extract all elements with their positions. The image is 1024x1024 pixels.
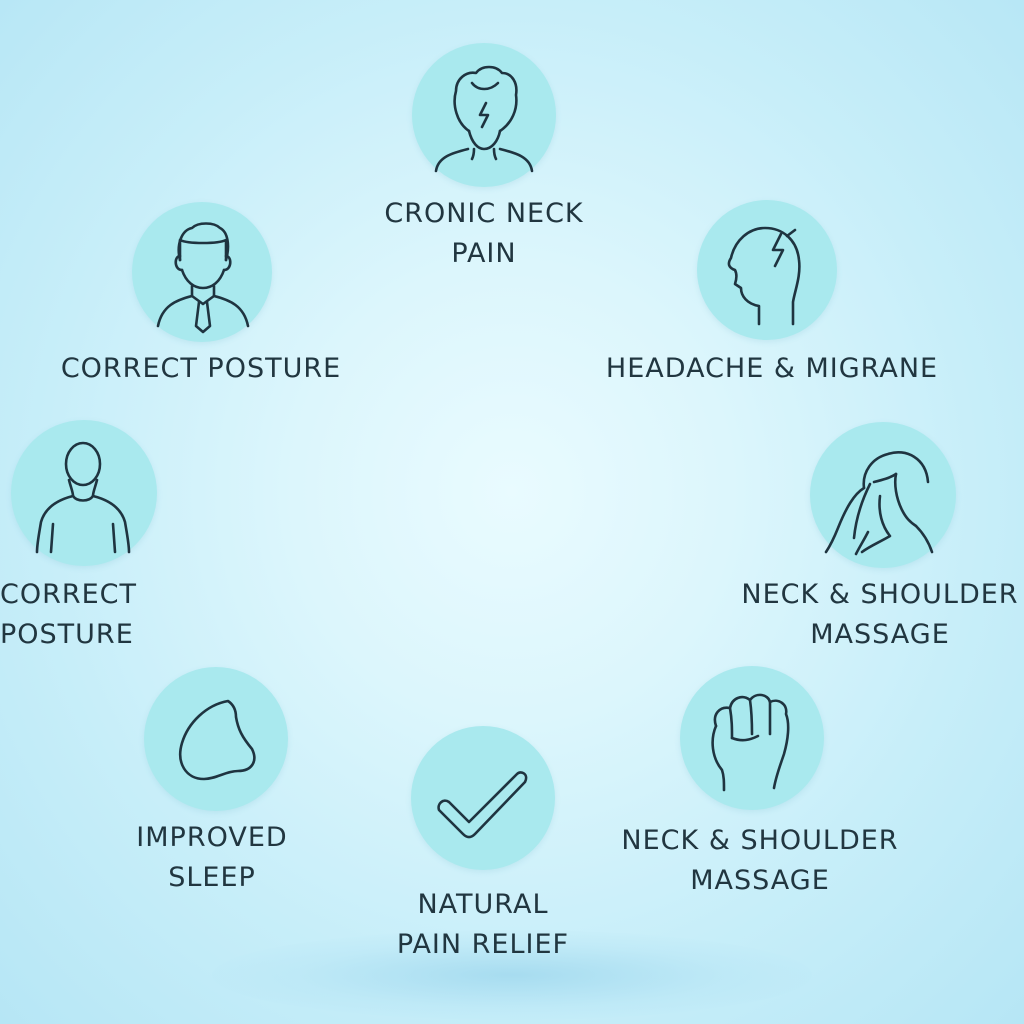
benefit-label-upper-right: HEADACHE & MIGRANE (605, 353, 939, 384)
benefit-label-right: NECK & SHOULDER MASSAGE (741, 579, 1019, 650)
benefit-label-left: CORRECT POSTURE (0, 579, 138, 650)
background-floor-glow (212, 930, 812, 1020)
checkmark-icon (411, 726, 555, 870)
woman-neck-icon (810, 422, 956, 568)
benefit-label-lower-left: IMPROVED SLEEP (136, 822, 288, 893)
stressed-head-icon (412, 43, 556, 187)
headache-profile-icon (697, 200, 837, 340)
benefit-label-top: CRONIC NECK PAIN (384, 198, 584, 269)
benefit-label-bottom: NATURAL PAIN RELIEF (396, 889, 570, 960)
man-with-tie-icon (132, 202, 272, 342)
person-torso-icon (11, 420, 157, 566)
pillow-icon (144, 667, 288, 811)
fist-icon (680, 666, 824, 810)
benefit-label-upper-left: CORRECT POSTURE (60, 353, 342, 384)
benefit-label-lower-right: NECK & SHOULDER MASSAGE (621, 825, 899, 896)
